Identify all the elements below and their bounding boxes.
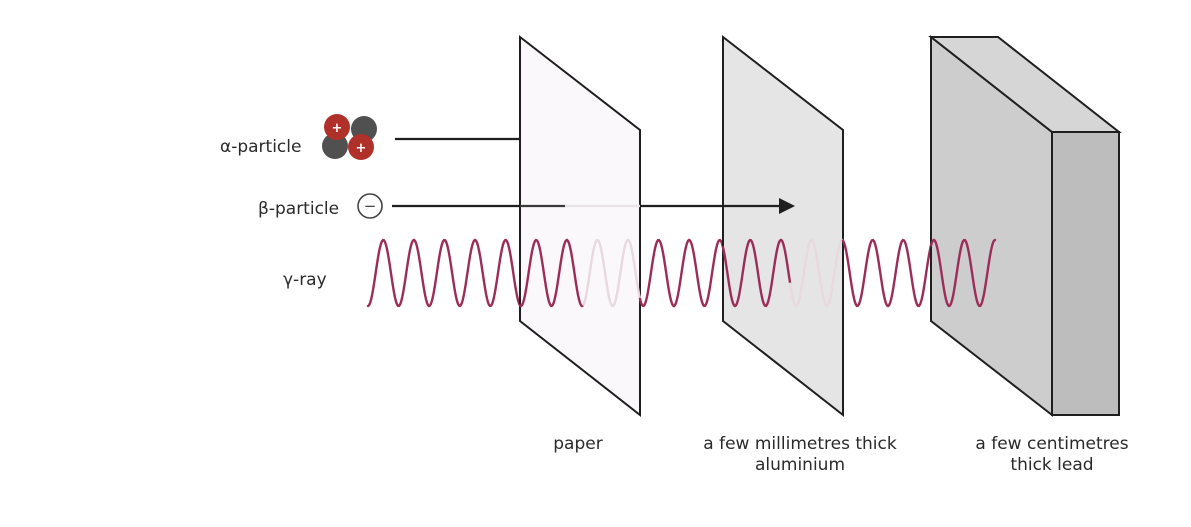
beta-particle-icon: − [357,193,383,219]
paper-sheet [519,34,641,418]
gamma-wave-incoming [366,238,522,308]
neutron-icon [322,133,348,159]
lead-caption-line1: a few centimetres [975,434,1128,454]
aluminium-caption-line2: aluminium [755,455,845,475]
gamma-wave-aluminium [721,238,792,308]
proton-charge-symbol: + [356,141,367,156]
gamma-label: γ-ray [283,270,327,290]
gamma-wave-lead [929,238,997,308]
gamma-wave-after [841,238,933,308]
gamma-wave-faded [581,238,642,308]
lead-block-side [1051,131,1120,416]
aluminium-caption-line1: a few millimetres thick [703,434,897,454]
proton-icon [348,134,374,160]
proton-charge-symbol: + [332,121,343,136]
lead-caption-line2: thick lead [1010,455,1093,475]
proton-icon [324,114,350,140]
aluminium-sheet [722,34,844,418]
gamma-wave-faded-aluminium [788,238,844,308]
alpha-particle-icon: + + [322,114,377,160]
alpha-label: α-particle [220,137,301,157]
beta-label: β-particle [258,199,339,219]
lead-block [928,34,1122,418]
paper-caption: paper [553,434,602,454]
gamma-wave-paper [518,238,585,308]
gamma-wave-between [638,238,725,308]
electron-charge-symbol: − [364,197,377,215]
beta-arrow-head-front [779,198,795,214]
